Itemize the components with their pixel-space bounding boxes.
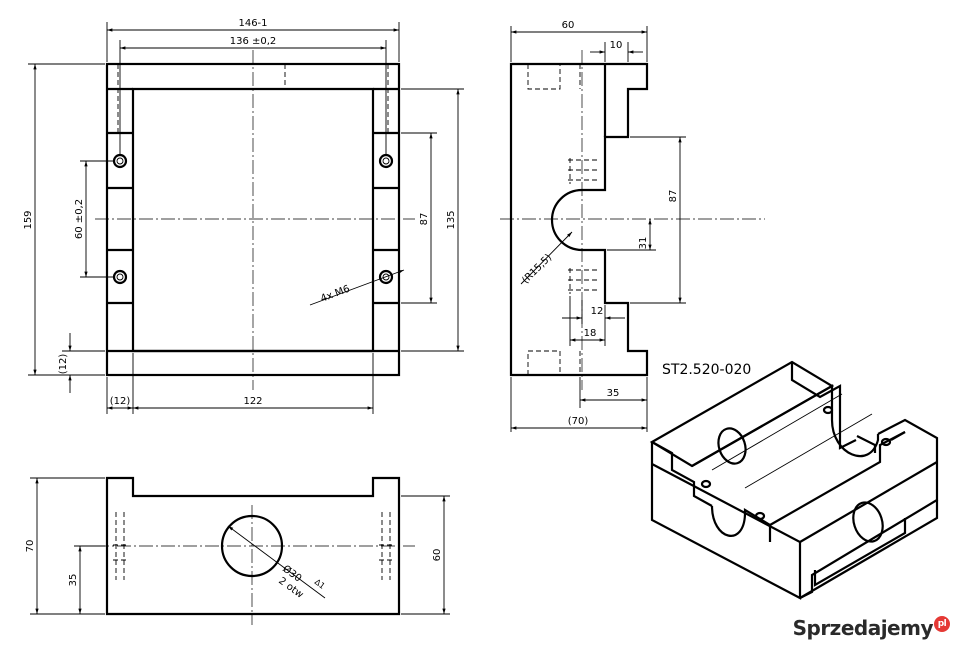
front-thread-callout: 4x M6: [319, 284, 351, 305]
thread-hole-icon: [112, 269, 128, 285]
bottom-height-dim: 70: [25, 540, 36, 553]
bottom-right-height-dim: 60: [432, 549, 443, 562]
front-height-dim: 159: [23, 210, 34, 229]
mount-hole-icon: [822, 405, 834, 415]
front-view: 146-1 136 ±0,2 159 60 ±0,2 87 135 4x M6: [23, 18, 464, 414]
side-step-small-dim: 12: [591, 306, 604, 317]
side-radius-dim: (R15,5): [520, 252, 554, 286]
watermark-brand: Sprzedajemy: [792, 616, 934, 640]
front-bore-icon: [852, 501, 884, 543]
thread-hole-icon: [112, 153, 128, 169]
side-view-outline: [509, 62, 649, 377]
side-half-slot-dim: 31: [638, 237, 649, 250]
front-hole-spacing-dim: 136 ±0,2: [230, 36, 277, 47]
front-inner-height-dim: 87: [419, 213, 430, 226]
thread-hole-icon: [378, 269, 394, 285]
front-inner-span-dim: 135: [446, 210, 457, 229]
mount-hole-icon: [754, 511, 766, 521]
front-inner-width-dim: 122: [243, 396, 262, 407]
back-bore-icon: [717, 427, 747, 465]
bottom-view-outline: [105, 476, 401, 616]
front-vertical-hole-spacing-dim: 60 ±0,2: [74, 199, 85, 239]
side-flange-dim: 10: [610, 40, 623, 51]
side-depth-dim: 60: [562, 20, 575, 31]
side-overall-dim: (70): [568, 416, 589, 427]
mount-hole-icon: [880, 437, 892, 447]
isometric-view: [649, 360, 939, 600]
front-side-wall-dim: (12): [110, 396, 131, 407]
thread-hole-icon: [378, 153, 394, 169]
bore-tolerance: Δ1: [313, 577, 327, 590]
side-offset-dim: 35: [607, 388, 620, 399]
side-slot-height-dim: 87: [668, 190, 679, 203]
watermark-badge: pl: [934, 616, 950, 632]
part-number: ST2.520-020: [662, 362, 751, 378]
mount-hole-icon: [700, 479, 712, 489]
front-width-dim: 146-1: [238, 18, 267, 29]
bottom-view: Ø30 Δ1 2 otw 70 35 60: [25, 476, 450, 625]
front-view-outline: [105, 62, 401, 377]
side-step-large-dim: 18: [584, 328, 597, 339]
bottom-center-height-dim: 35: [68, 574, 79, 587]
front-bottom-wall-dim: (12): [58, 354, 69, 375]
